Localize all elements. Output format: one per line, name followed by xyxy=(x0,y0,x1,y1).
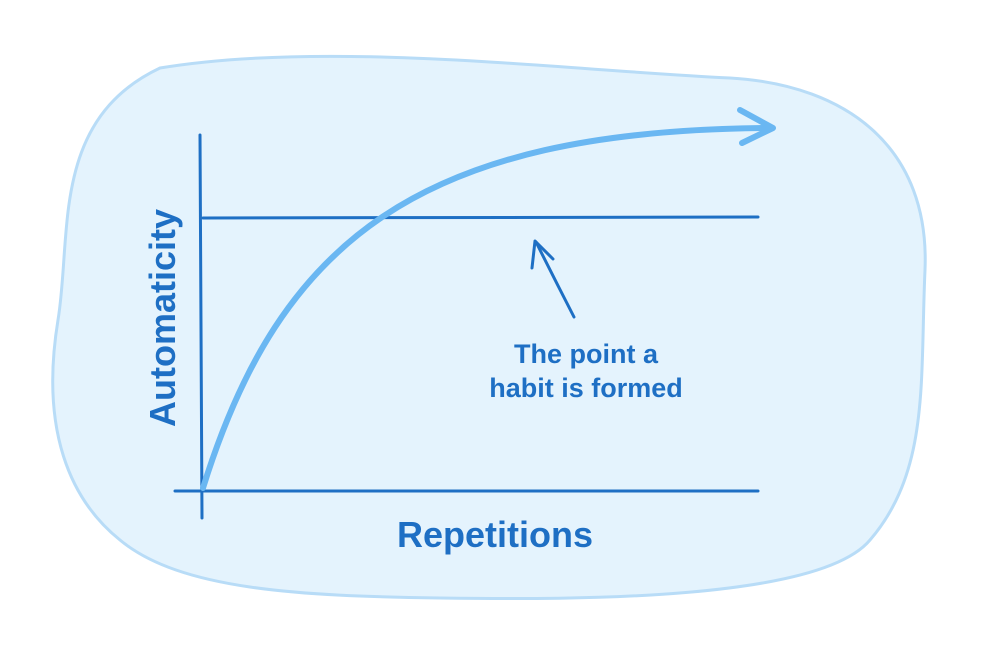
y-axis-line xyxy=(198,133,204,520)
automaticity-curve xyxy=(200,125,773,491)
background-blob xyxy=(51,54,927,601)
x-axis-label: Repetitions xyxy=(396,514,594,555)
annotation-line-1: The point a xyxy=(514,339,658,369)
annotation-pointer-arrowhead xyxy=(530,239,555,270)
y-axis-label: Automaticity xyxy=(142,208,183,428)
curve-arrowhead xyxy=(737,107,776,146)
habit-formed-annotation: The point a habit is formed xyxy=(489,337,683,405)
annotation-pointer-arrow xyxy=(534,240,576,319)
annotation-line-2: habit is formed xyxy=(489,373,683,403)
habit-threshold-line xyxy=(201,215,760,220)
